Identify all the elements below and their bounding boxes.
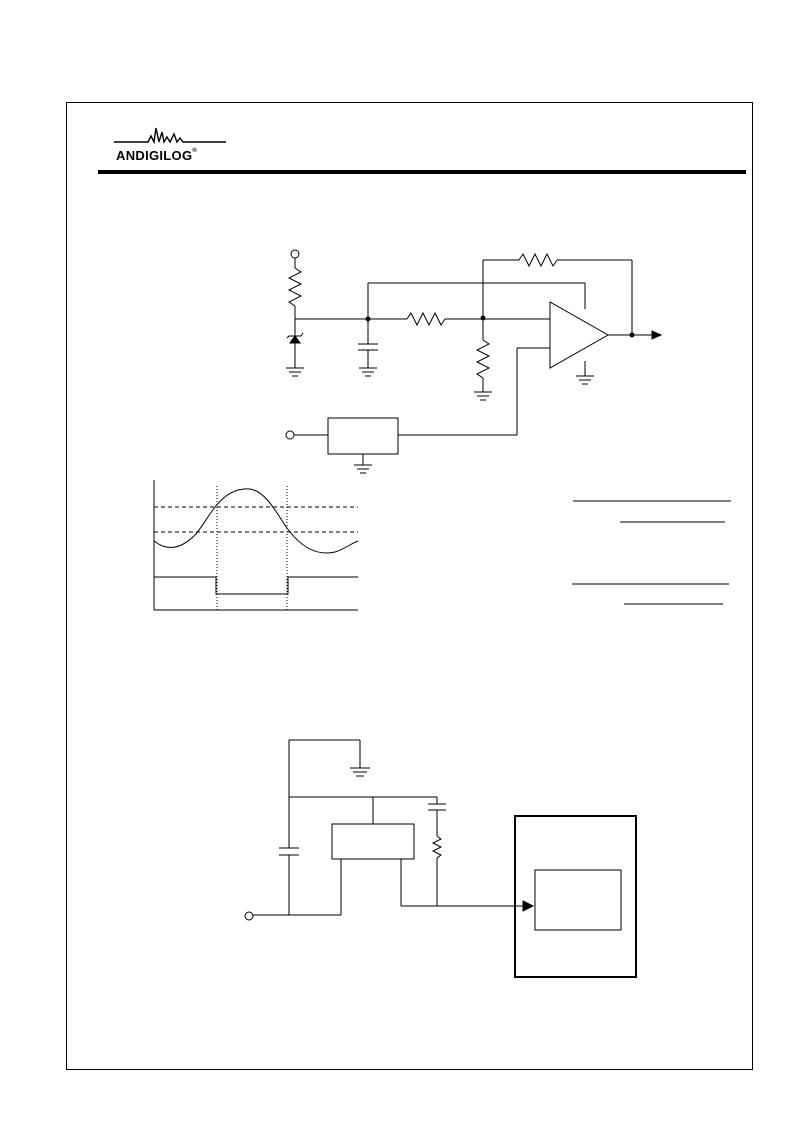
figure-measurement-setup [244,739,637,978]
page-frame [66,102,753,1070]
header-rule [98,170,746,174]
ground-icon [350,767,370,777]
ground-icon [576,375,594,385]
supply-terminal-icon [290,249,300,259]
input-resistor-icon [406,311,446,327]
equation-lines [572,500,731,605]
zener-diode-icon [289,335,301,344]
oscilloscope-screen [534,869,622,931]
input-terminal-icon [244,911,254,921]
output-square-wave [154,576,358,595]
oscilloscope-body [514,815,637,978]
ground-icon [359,367,377,377]
comparator-opamp-icon [549,301,610,369]
input-terminal-icon [285,430,295,440]
logo-trademark: ® [192,148,198,154]
feedback-resistor-icon [518,252,558,268]
logo-wordmark: ANDIGILOG® [116,148,197,163]
pullup-resistor-icon [287,267,303,307]
andigilog-logo: ANDIGILOG® [114,124,226,164]
input-sine-wave [153,488,359,554]
ground-icon [286,367,304,377]
ground-icon [354,464,372,474]
figure-waveform-timing [153,480,359,611]
load-resistor-icon [431,835,443,859]
logo-waveform-icon [114,127,226,145]
sensor-block [327,417,399,455]
output-arrow-icon [651,330,663,340]
probe-arrow-icon [522,900,535,912]
ground-icon [474,391,492,401]
figure-comparator-circuit [285,249,663,474]
logo-name: ANDIGILOG [116,148,193,163]
ground-resistor-icon [475,339,491,379]
device-block [331,823,415,860]
